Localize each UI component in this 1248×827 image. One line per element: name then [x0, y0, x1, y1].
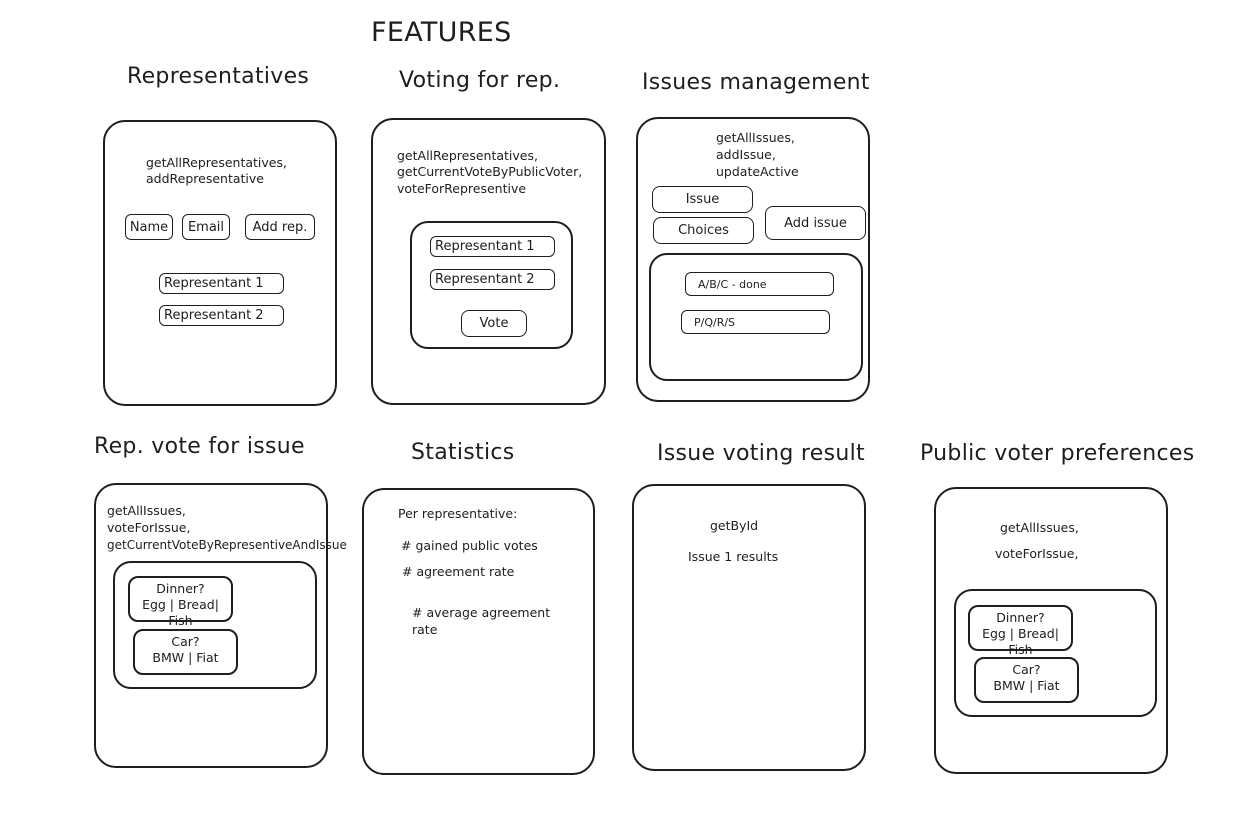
- issue-question: Car?: [1012, 662, 1041, 677]
- stat-gained-public-votes: # gained public votes: [401, 538, 538, 553]
- method-get-by-id: getById: [710, 518, 759, 533]
- issue-card-dinner[interactable]: Dinner? Egg | Bread| Fish: [128, 576, 233, 628]
- representative-item-1[interactable]: Representant 1: [159, 273, 284, 294]
- issue-item-1[interactable]: A/B/C - done: [685, 272, 834, 296]
- voting-panel: [371, 118, 606, 405]
- issue-question: Car?: [171, 634, 200, 649]
- representatives-title: Representatives: [127, 64, 310, 89]
- vote-representative-item-2[interactable]: Representant 2: [430, 269, 555, 290]
- result-title: Issue voting result: [657, 441, 865, 466]
- method-get-current-vote-by-representive-and-issue: getCurrentVoteByRepresentiveAndIssue: [107, 538, 347, 552]
- issue-question: Dinner?: [996, 610, 1045, 625]
- issue-options: BMW | Fiat: [152, 650, 219, 665]
- stat-average-agreement-rate: rate: [412, 622, 438, 637]
- vote-representative-item-1[interactable]: Representant 1: [430, 236, 555, 257]
- vote-button[interactable]: Vote: [461, 310, 527, 337]
- preferences-panel: [934, 487, 1168, 774]
- name-input[interactable]: Name: [125, 214, 173, 240]
- method-add-representative: addRepresentative: [146, 171, 264, 186]
- choices-input[interactable]: Choices: [653, 217, 754, 244]
- stat-average-agreement: # average agreement: [412, 605, 551, 620]
- statistics-panel: [362, 488, 595, 775]
- preferences-title: Public voter preferences: [920, 441, 1195, 466]
- result-panel: [632, 484, 866, 771]
- method-add-issue: addIssue,: [716, 147, 776, 162]
- issue-results-label: Issue 1 results: [688, 549, 779, 564]
- issue-options: BMW | Fiat: [993, 678, 1060, 693]
- issues-list-panel: [649, 253, 863, 381]
- issues-title: Issues management: [642, 70, 870, 95]
- preference-card-car[interactable]: Car? BMW | Fiat: [974, 657, 1079, 703]
- representative-item-2[interactable]: Representant 2: [159, 305, 284, 326]
- rep-vote-title: Rep. vote for issue: [94, 434, 305, 459]
- issue-item-2[interactable]: P/Q/R/S: [681, 310, 830, 334]
- issue-card-car[interactable]: Car? BMW | Fiat: [133, 629, 238, 675]
- statistics-title: Statistics: [411, 440, 515, 465]
- method-update-active: updateActive: [716, 164, 799, 179]
- method-get-all-issues: getAllIssues,: [716, 130, 795, 145]
- issue-options: Egg | Bread| Fish: [142, 597, 219, 628]
- rep-vote-inner-panel: [113, 561, 317, 689]
- voting-title: Voting for rep.: [399, 68, 561, 93]
- preference-card-dinner[interactable]: Dinner? Egg | Bread| Fish: [968, 605, 1073, 657]
- method-get-current-vote-by-public-voter: getCurrentVoteByPublicVoter,: [397, 164, 583, 179]
- add-rep-button[interactable]: Add rep.: [245, 214, 315, 240]
- stat-agreement-rate: # agreement rate: [402, 564, 515, 579]
- issues-panel: [636, 117, 870, 402]
- issue-options: Egg | Bread| Fish: [982, 626, 1059, 657]
- per-representative-label: Per representative:: [398, 506, 518, 521]
- method-get-all-issues: getAllIssues,: [107, 503, 186, 518]
- representatives-panel: [103, 120, 337, 406]
- method-vote-for-issue: voteForIssue,: [107, 520, 191, 535]
- voting-inner-panel: [410, 221, 573, 349]
- features-heading: FEATURES: [371, 17, 512, 48]
- issue-question: Dinner?: [156, 581, 205, 596]
- preferences-inner-panel: [954, 589, 1157, 717]
- method-get-all-representatives: getAllRepresentatives,: [146, 155, 287, 170]
- add-issue-button[interactable]: Add issue: [765, 206, 866, 240]
- rep-vote-panel: [94, 483, 328, 768]
- method-vote-for-representive: voteForRepresentive: [397, 181, 527, 196]
- method-vote-for-issue: voteForIssue,: [995, 546, 1079, 561]
- method-get-all-representatives: getAllRepresentatives,: [397, 148, 538, 163]
- email-input[interactable]: Email: [182, 214, 230, 240]
- issue-input[interactable]: Issue: [652, 186, 753, 213]
- method-get-all-issues: getAllIssues,: [1000, 520, 1079, 535]
